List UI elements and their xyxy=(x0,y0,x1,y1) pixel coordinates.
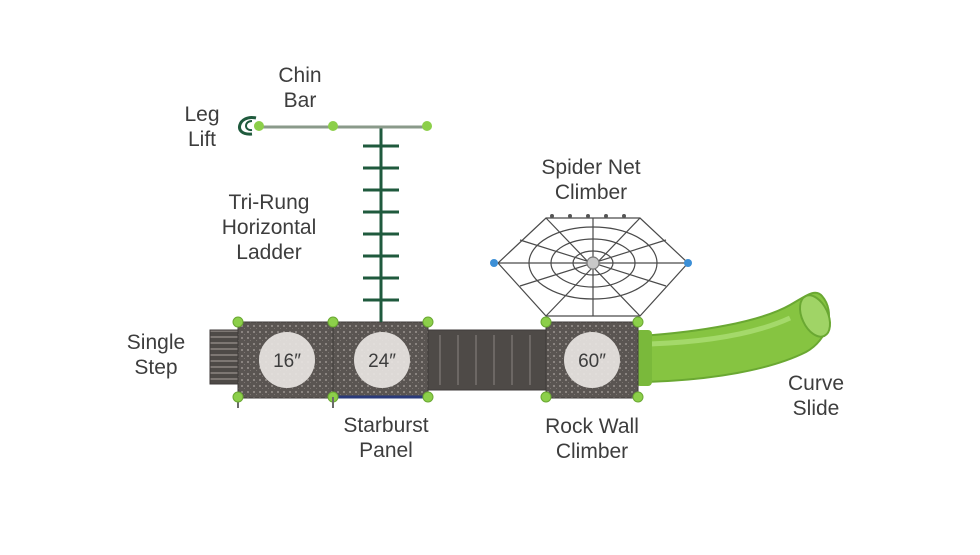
leg-lift-icon xyxy=(238,116,264,136)
height-circle-16 xyxy=(259,332,315,388)
spider-anchor-left xyxy=(490,259,498,267)
ladder-icon xyxy=(363,128,399,322)
chin-bar-icon xyxy=(258,121,432,131)
slide-icon xyxy=(636,291,832,386)
single-step xyxy=(209,329,241,385)
deck-height-60: 60″ xyxy=(578,351,606,372)
spider-net-icon xyxy=(497,217,689,317)
spider-anchor-right xyxy=(684,259,692,267)
deck-height-16: 16″ xyxy=(273,351,301,372)
height-circle-60 xyxy=(564,332,620,388)
post-caps xyxy=(232,316,644,403)
bridge-walkway xyxy=(427,329,547,391)
deck-height-24: 24″ xyxy=(368,351,396,372)
height-circle-24 xyxy=(354,332,410,388)
